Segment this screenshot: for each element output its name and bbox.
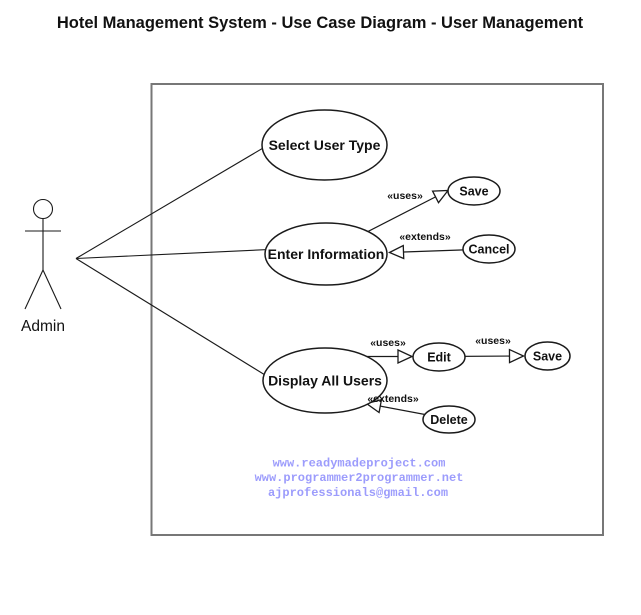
stereotype-uses-edit-save: «uses»	[475, 335, 511, 347]
usecase-label: Display All Users	[268, 373, 382, 389]
stereotype-uses-save: «uses»	[387, 190, 423, 202]
usecase-ellipse	[262, 347, 388, 414]
watermark-line-2: www.programmer2programmer.net	[255, 471, 464, 485]
usecase-ellipse	[462, 234, 516, 264]
actor-admin-label: Admin	[21, 318, 65, 335]
stereotype-extends-cancel: «extends»	[399, 231, 451, 243]
usecase-save-enter: Save	[447, 176, 501, 206]
watermark-line-3: ajprofessionals@gmail.com	[268, 486, 448, 500]
watermark-line-1: www.readymadeproject.com	[273, 457, 446, 471]
association-display-all-users	[75, 258, 279, 384]
usecase-select-user-type: Select User Type	[261, 109, 388, 181]
usecase-edit: Edit	[412, 342, 466, 372]
usecase-ellipse	[422, 405, 476, 434]
actor-head	[32, 198, 54, 220]
usecase-label: Enter Information	[268, 246, 385, 262]
usecase-ellipse	[412, 342, 466, 372]
usecase-ellipse	[447, 176, 501, 206]
usecase-display-all-users: Display All Users	[262, 347, 388, 414]
usecase-ellipse	[261, 109, 388, 181]
usecase-cancel: Cancel	[462, 234, 516, 264]
association-enter-information	[75, 248, 281, 260]
actor-admin-figure: Admin	[21, 198, 65, 335]
usecase-delete: Delete	[422, 405, 476, 434]
usecase-label: Save	[459, 185, 488, 199]
stereotype-uses-edit: «uses»	[370, 337, 406, 349]
association-select-user-type	[75, 140, 276, 259]
usecase-label: Delete	[430, 413, 468, 427]
usecase-label: Edit	[427, 351, 451, 365]
usecase-ellipse	[524, 341, 571, 371]
usecase-ellipse	[264, 222, 388, 286]
usecase-label: Save	[533, 350, 562, 364]
usecase-label: Select User Type	[269, 137, 381, 153]
diagram-title: Hotel Management System - Use Case Diagr…	[57, 14, 584, 32]
actor-leg-right	[42, 269, 62, 310]
usecase-enter-information: Enter Information	[264, 222, 388, 286]
watermark: www.readymadeproject.com www.programmer2…	[255, 457, 464, 501]
usecase-save-edit: Save	[524, 341, 571, 371]
usecase-label: Cancel	[469, 243, 510, 257]
stereotype-extends-delete: «extends»	[367, 393, 419, 405]
actor-leg-left	[24, 269, 44, 310]
association-lines	[75, 140, 281, 384]
